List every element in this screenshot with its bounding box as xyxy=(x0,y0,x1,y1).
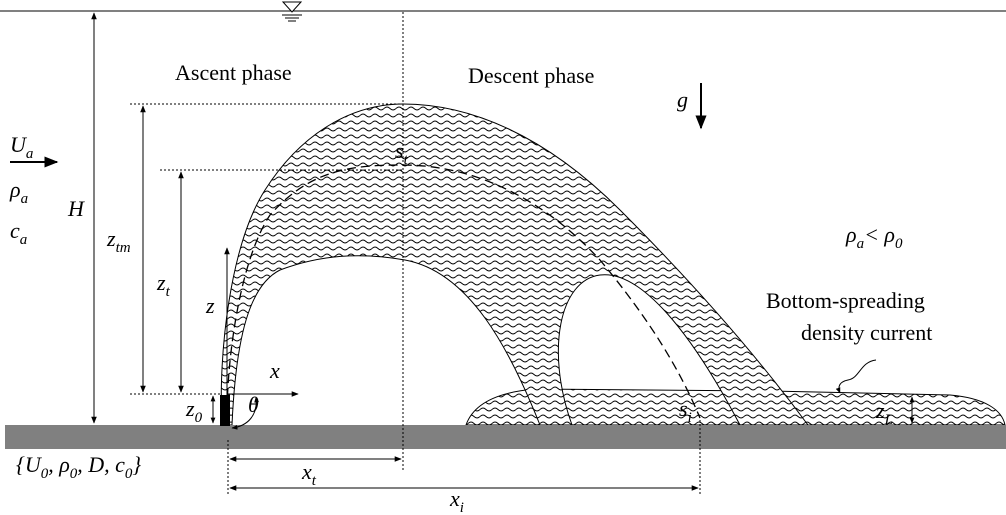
nozzle-height-label: z0 xyxy=(185,396,203,426)
crossflow-velocity-label: Ua xyxy=(10,132,33,162)
gravity-label: g xyxy=(677,87,688,112)
current-label-line2: density current xyxy=(801,320,932,345)
ambient-concentration-label: ca xyxy=(10,218,27,248)
angle-label: θ xyxy=(248,392,259,417)
descent-phase-label: Descent phase xyxy=(468,63,594,88)
terminal-distance-label: xt xyxy=(301,459,317,489)
ascent-phase-label: Ascent phase xyxy=(175,60,292,85)
depth-label: H xyxy=(67,196,85,221)
current-thickness-label: zL xyxy=(875,398,893,428)
terminal-height-label: zt xyxy=(156,270,171,300)
max-height-label: ztm xyxy=(106,226,131,256)
ambient-density-label: ρa xyxy=(9,177,28,207)
source-parameters-label: {U0, ρ0, D, c0} xyxy=(16,452,141,482)
angle-arc xyxy=(231,396,259,430)
current-arrow-icon xyxy=(835,359,877,394)
current-label-line1: Bottom-spreading xyxy=(766,288,925,313)
x-axis-label: x xyxy=(269,358,280,383)
seabed xyxy=(5,425,1006,449)
nozzle xyxy=(220,395,230,426)
impact-point-label: si xyxy=(679,396,692,426)
plume-band xyxy=(220,103,809,426)
terminal-point-label: st xyxy=(395,138,409,168)
water-surface-icon xyxy=(281,1,303,22)
impact-distance-label: xi xyxy=(449,486,464,515)
z-axis-label: z xyxy=(205,293,215,318)
density-condition-label: ρa< ρ0 xyxy=(845,222,903,252)
